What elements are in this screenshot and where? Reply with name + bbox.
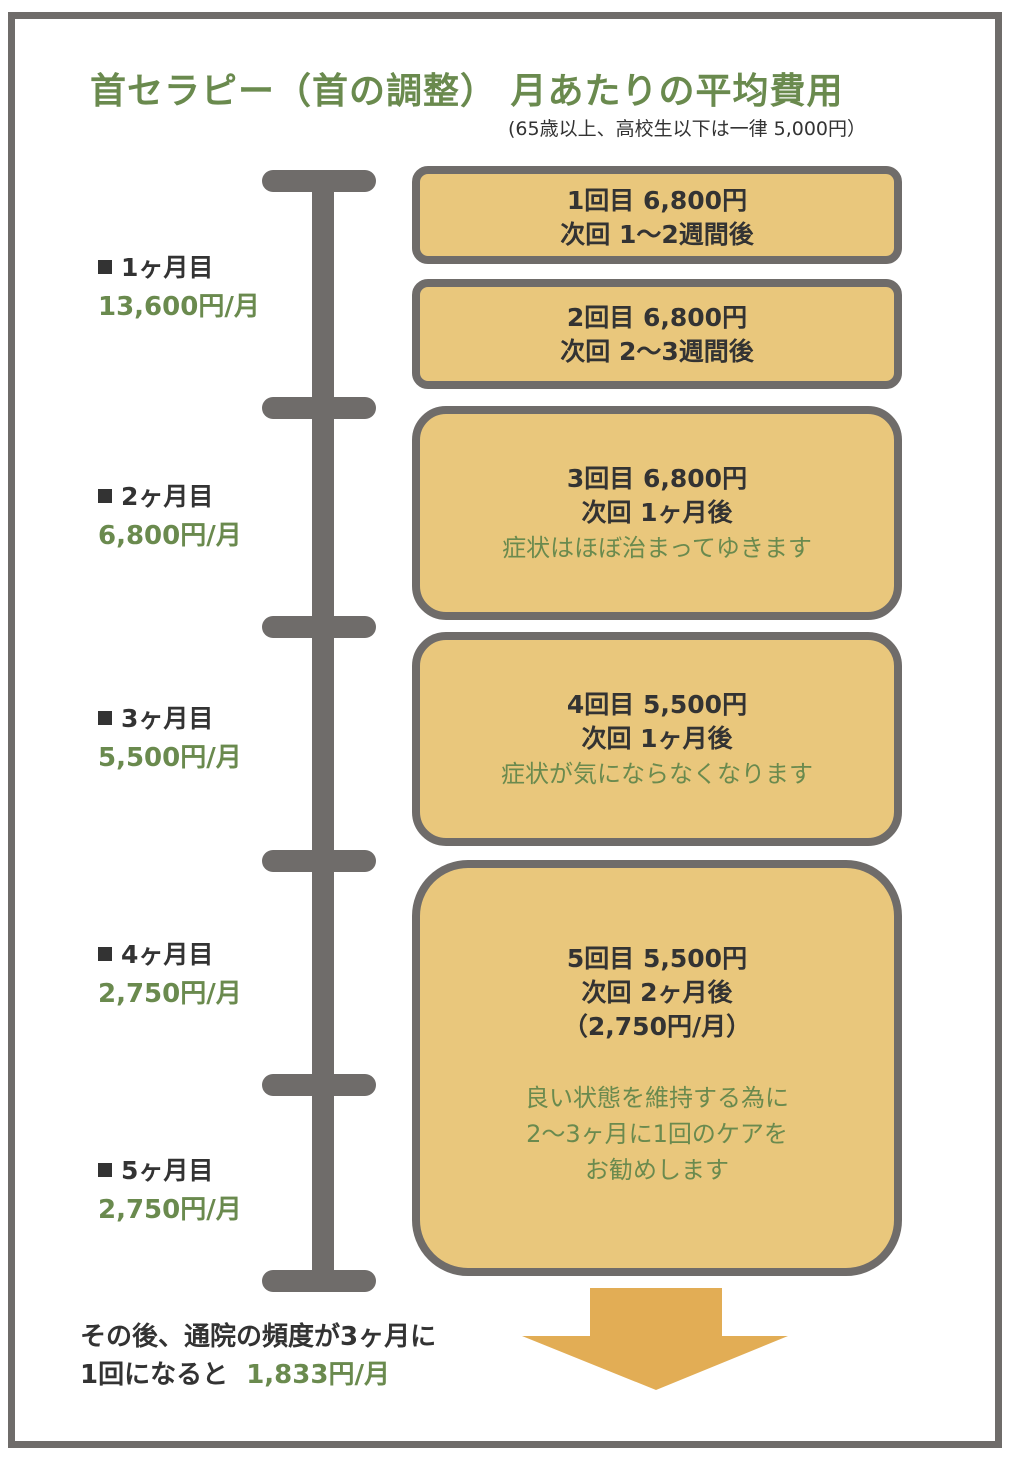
visit-note-line: お勧めします bbox=[585, 1156, 729, 1184]
month-label: 4ヶ月目 bbox=[121, 940, 214, 969]
month-cost: 2,750円/月 bbox=[98, 1195, 242, 1225]
visit-next: 次回 1ヶ月後 bbox=[581, 498, 733, 527]
visit-price: 5回目 5,500円 bbox=[566, 944, 748, 973]
timeline-line bbox=[312, 178, 334, 1282]
after-cost: 1,833円/月 bbox=[246, 1360, 390, 1390]
month-3: 3ヶ月目 5,500円/月 bbox=[98, 699, 242, 774]
after-line-2: 1回になると bbox=[80, 1360, 229, 1390]
month-label: 2ヶ月目 bbox=[121, 482, 214, 511]
visit-price: 2回目 6,800円 bbox=[566, 303, 748, 332]
month-5: 5ヶ月目 2,750円/月 bbox=[98, 1151, 242, 1226]
month-2: 2ヶ月目 6,800円/月 bbox=[98, 477, 242, 552]
visit-price: 1回目 6,800円 bbox=[566, 186, 748, 215]
visit-next: 次回 1ヶ月後 bbox=[581, 724, 733, 753]
timeline-tick bbox=[262, 1270, 376, 1292]
page-subtitle: (65歳以上、高校生以下は一律 5,000円） bbox=[508, 118, 867, 140]
square-bullet-icon bbox=[98, 260, 112, 274]
timeline-tick bbox=[262, 397, 376, 419]
visit-note-line: 良い状態を維持する為に bbox=[525, 1084, 789, 1112]
month-cost: 5,500円/月 bbox=[98, 743, 242, 773]
visit-box-5: 5回目 5,500円 次回 2ヶ月後 （2,750円/月） 良い状態を維持する為… bbox=[412, 860, 902, 1276]
month-cost: 6,800円/月 bbox=[98, 521, 242, 551]
down-arrow-icon bbox=[522, 1288, 788, 1390]
timeline-tick bbox=[262, 616, 376, 638]
timeline-tick bbox=[262, 170, 376, 192]
month-label: 5ヶ月目 bbox=[121, 1156, 214, 1185]
month-label: 3ヶ月目 bbox=[121, 704, 214, 733]
square-bullet-icon bbox=[98, 1163, 112, 1177]
after-line-1: その後、通院の頻度が3ヶ月に bbox=[80, 1322, 437, 1352]
after-text: その後、通院の頻度が3ヶ月に 1回になると 1,833円/月 bbox=[80, 1318, 436, 1394]
square-bullet-icon bbox=[98, 489, 112, 503]
timeline-tick bbox=[262, 850, 376, 872]
visit-note: 症状が気にならなくなります bbox=[501, 760, 813, 788]
month-cost: 2,750円/月 bbox=[98, 979, 242, 1009]
month-label: 1ヶ月目 bbox=[121, 253, 214, 282]
visit-next: 次回 1〜2週間後 bbox=[560, 220, 754, 249]
square-bullet-icon bbox=[98, 947, 112, 961]
visit-price: 4回目 5,500円 bbox=[566, 690, 748, 719]
visit-per-month: （2,750円/月） bbox=[562, 1012, 752, 1041]
timeline-tick bbox=[262, 1074, 376, 1096]
page-title: 首セラピー（首の調整） 月あたりの平均費用 bbox=[90, 71, 844, 112]
visit-box-1: 1回目 6,800円 次回 1〜2週間後 bbox=[412, 166, 902, 264]
visit-next: 次回 2ヶ月後 bbox=[581, 978, 733, 1007]
visit-box-2: 2回目 6,800円 次回 2〜3週間後 bbox=[412, 279, 902, 389]
visit-note-line: 2〜3ヶ月に1回のケアを bbox=[526, 1120, 788, 1148]
visit-box-3: 3回目 6,800円 次回 1ヶ月後 症状はほぼ治まってゆきます bbox=[412, 406, 902, 620]
month-1: 1ヶ月目 13,600円/月 bbox=[98, 248, 260, 323]
square-bullet-icon bbox=[98, 711, 112, 725]
visit-box-4: 4回目 5,500円 次回 1ヶ月後 症状が気にならなくなります bbox=[412, 632, 902, 846]
visit-next: 次回 2〜3週間後 bbox=[560, 337, 754, 366]
visit-price: 3回目 6,800円 bbox=[566, 464, 748, 493]
month-4: 4ヶ月目 2,750円/月 bbox=[98, 935, 242, 1010]
month-cost: 13,600円/月 bbox=[98, 292, 260, 322]
visit-note: 症状はほぼ治まってゆきます bbox=[502, 534, 812, 562]
